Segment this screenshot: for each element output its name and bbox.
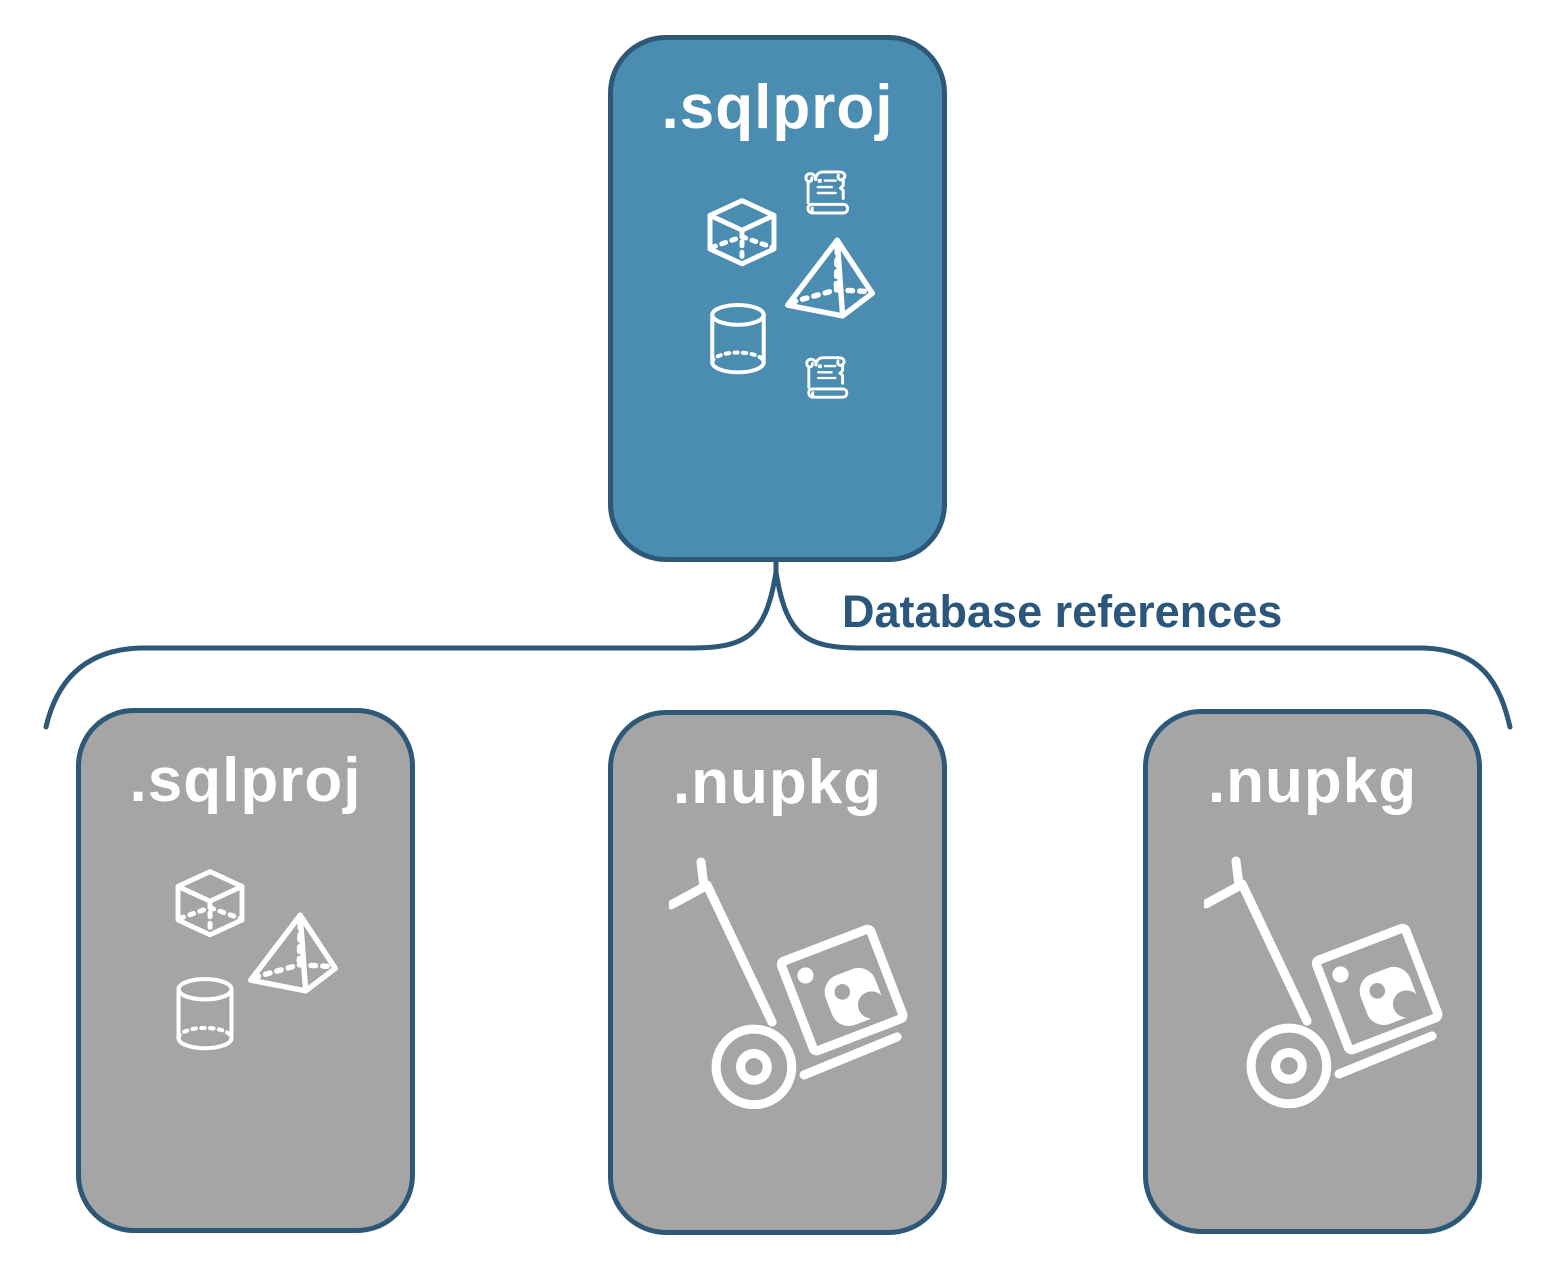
scroll-icon [799,352,855,404]
card-title: .nupkg [672,748,883,817]
pyramid-icon [241,909,345,999]
card-nupkg-reference-1: .nupkg [608,710,947,1235]
card-sqlproj-reference: .sqlproj [76,708,415,1233]
card-nupkg-reference-2: .nupkg [1143,709,1482,1234]
package-dolly-icon [1204,856,1456,1108]
connector-label: Database references [842,586,1283,637]
pyramid-icon [779,234,881,324]
card-title: .sqlproj [129,746,362,815]
cube-icon [697,190,787,272]
scroll-icon [799,166,855,220]
card-title: .sqlproj [661,73,894,142]
cylinder-icon [705,300,771,378]
card-sqlproj-main: .sqlproj [608,35,947,562]
package-dolly-icon [669,857,921,1109]
brace-curve [43,571,1513,730]
cylinder-icon [171,975,239,1053]
card-title: .nupkg [1207,747,1418,816]
